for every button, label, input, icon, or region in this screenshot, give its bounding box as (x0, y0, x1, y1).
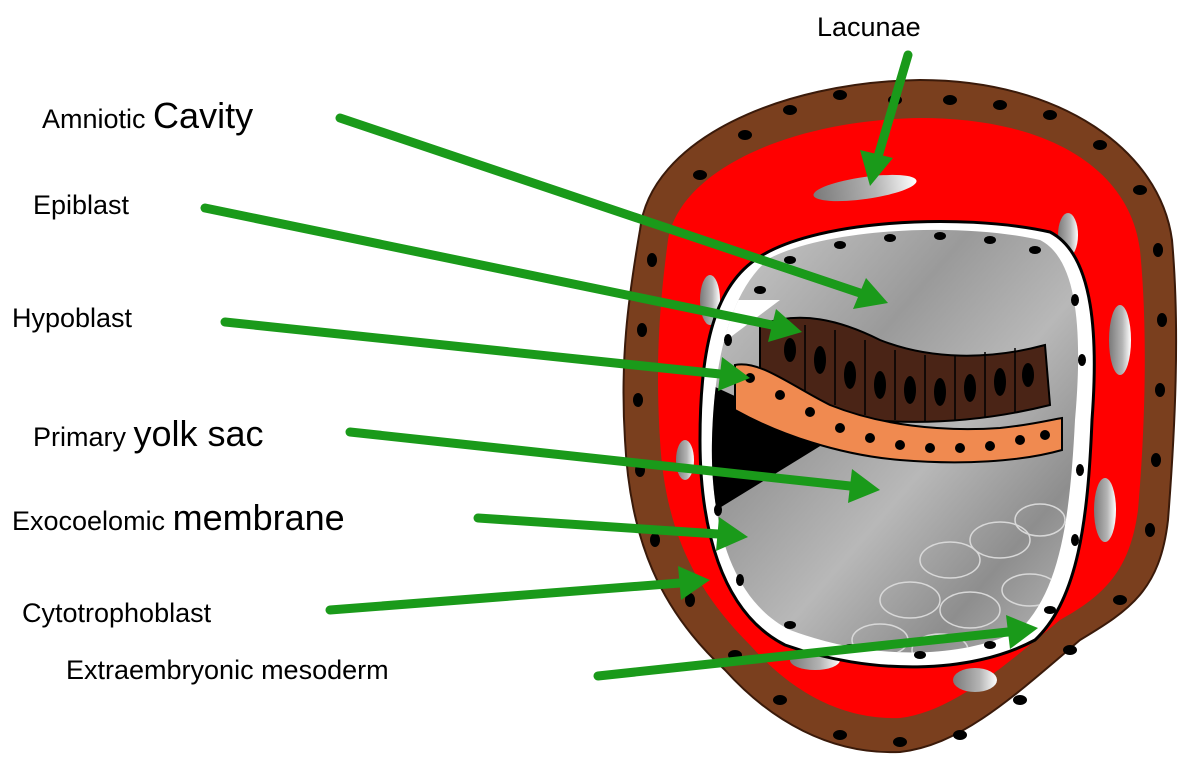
label-cytotrophoblast: Cytotrophoblast (22, 600, 211, 627)
label-amniotic-part1: Amniotic (42, 104, 153, 134)
label-exo-part2: membrane (173, 497, 345, 538)
label-amniotic-cavity: Amniotic Cavity (42, 98, 253, 134)
label-primary-yolk-sac: Primary yolk sac (33, 416, 264, 452)
label-extraembryonic-mesoderm: Extraembryonic mesoderm (66, 657, 389, 684)
label-lacunae: Lacunae (817, 14, 921, 41)
label-exocoelomic-membrane: Exocoelomic membrane (12, 500, 345, 536)
label-hypoblast: Hypoblast (12, 305, 132, 332)
label-yolk-part2: yolk sac (134, 413, 264, 454)
label-yolk-part1: Primary (33, 422, 134, 452)
label-epiblast: Epiblast (33, 192, 129, 219)
label-exo-part1: Exocoelomic (12, 506, 173, 536)
label-amniotic-part2: Cavity (153, 95, 253, 136)
